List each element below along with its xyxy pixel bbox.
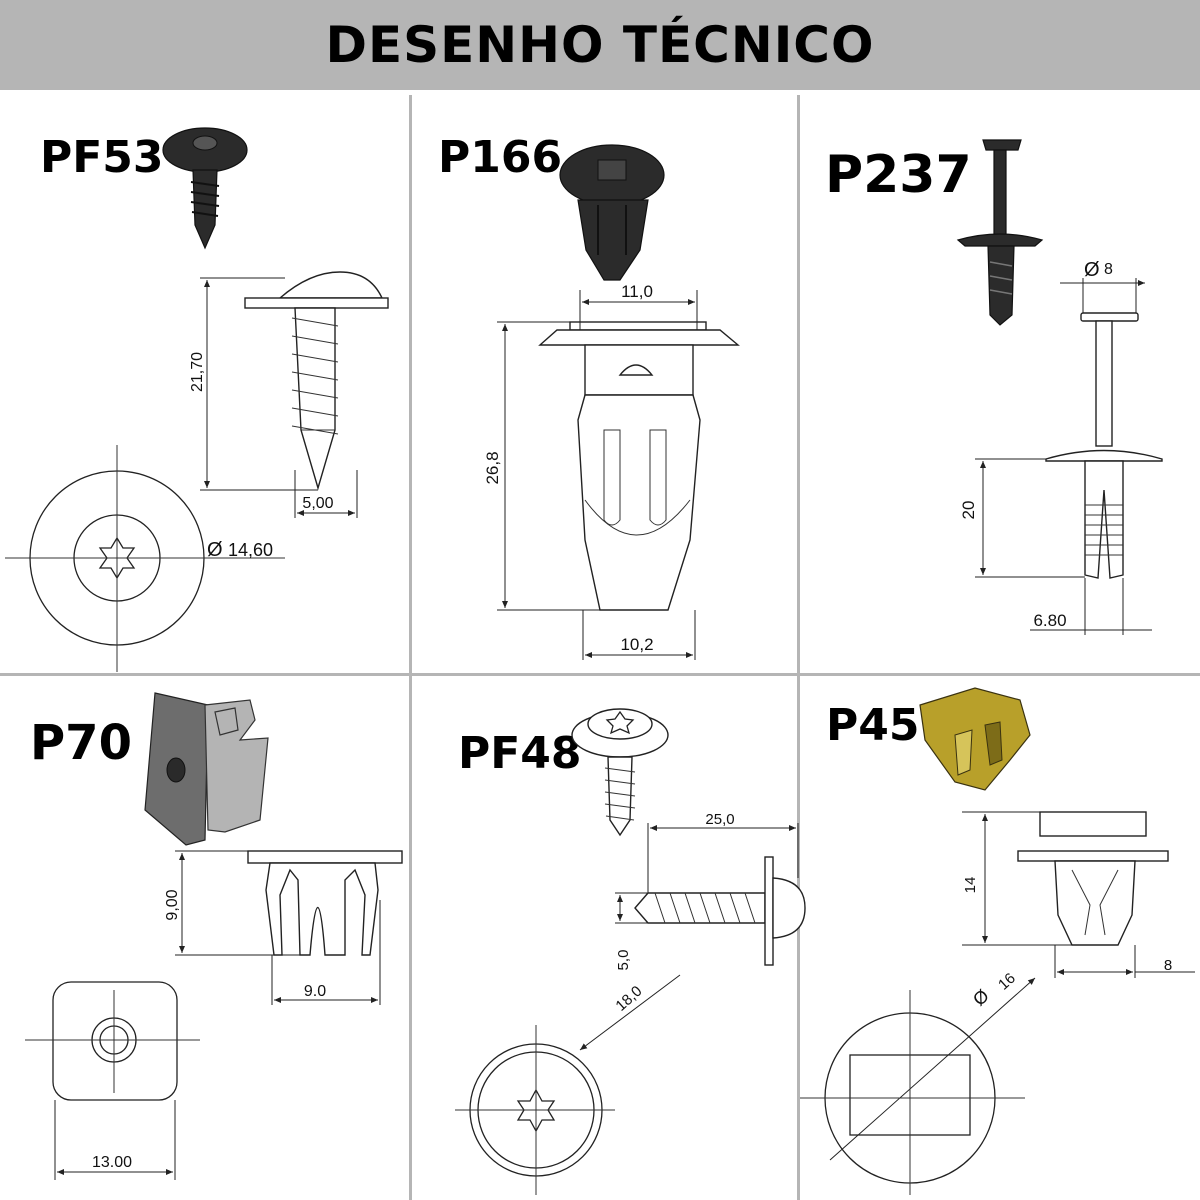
divider-vertical-2: [797, 95, 800, 1200]
p70-top-view: [25, 981, 200, 1180]
pf53-diameter-symbol: Ø: [207, 539, 223, 561]
p166-dim-height: 26,8: [483, 451, 502, 484]
pf53-screw-photo: [162, 127, 248, 250]
p70-dim-plate-width: 13.00: [92, 1154, 132, 1171]
p70-dim-height: 9,00: [164, 889, 181, 920]
p45-top-view: [800, 990, 1025, 1195]
part-code-p70: P70: [30, 715, 132, 771]
page-title: DESENHO TÉCNICO: [325, 16, 875, 74]
divider-horizontal: [0, 673, 1200, 676]
p166-dim-head-width: 11,0: [621, 282, 653, 301]
part-code-pf53: PF53: [40, 132, 164, 183]
p70-dim-width: 9.0: [304, 983, 326, 1000]
p166-clip-photo: [559, 144, 665, 281]
pf48-dim-head-diameter: 18,0: [612, 983, 645, 1015]
p45-dim-head-diameter: 16: [995, 970, 1019, 994]
part-code-p166: P166: [438, 132, 563, 183]
pf48-top-view: [455, 1025, 615, 1195]
pf53-top-view: [5, 445, 285, 672]
part-code-p45: P45: [826, 700, 920, 751]
p237-dim-height: 20: [959, 501, 978, 520]
pf53-dim-height: 21,70: [189, 352, 206, 392]
p45-dim-width: 8: [1164, 957, 1172, 974]
p237-dim-body-width: 6.80: [1033, 611, 1066, 630]
p45-dimensions: [829, 811, 1195, 1161]
pf53-side-view: [244, 271, 389, 491]
part-code-p237: P237: [825, 145, 972, 205]
p45-side-view: [1017, 811, 1169, 946]
p166-dim-body-width: 10,2: [620, 635, 653, 654]
pf53-dim-head-diameter: 14,60: [228, 540, 273, 560]
p166-dimensions: [497, 290, 698, 660]
p237-dimensions: [975, 278, 1152, 635]
header-bar: [0, 0, 1200, 90]
p237-side-view: [1045, 312, 1163, 579]
p237-diameter-symbol: Ø: [1084, 259, 1100, 281]
pf48-dimensions: [579, 823, 799, 1051]
p70-side-view: [247, 850, 403, 956]
pf53-dimensions: [200, 277, 358, 518]
p237-rivet-photo: [956, 139, 1044, 326]
p45-dim-height: 14: [962, 877, 979, 894]
pf48-dim-length: 25,0: [705, 811, 734, 828]
pf48-screw-photo: [571, 708, 669, 837]
p237-dim-pin-diameter: 8: [1104, 261, 1113, 278]
pf48-dim-shank-diameter: 5,0: [615, 950, 632, 971]
p70-nut-photo: [144, 692, 269, 846]
pf48-side-view: [634, 856, 806, 966]
p166-side-view: [538, 321, 740, 611]
part-code-pf48: PF48: [458, 728, 582, 779]
p70-dimensions: [175, 850, 381, 1005]
p45-clip-photo: [919, 687, 1031, 791]
p45-diameter-symbol: Ø: [969, 985, 993, 1009]
divider-vertical-1: [409, 95, 412, 1200]
pf53-dim-shank: 5,00: [302, 495, 333, 512]
